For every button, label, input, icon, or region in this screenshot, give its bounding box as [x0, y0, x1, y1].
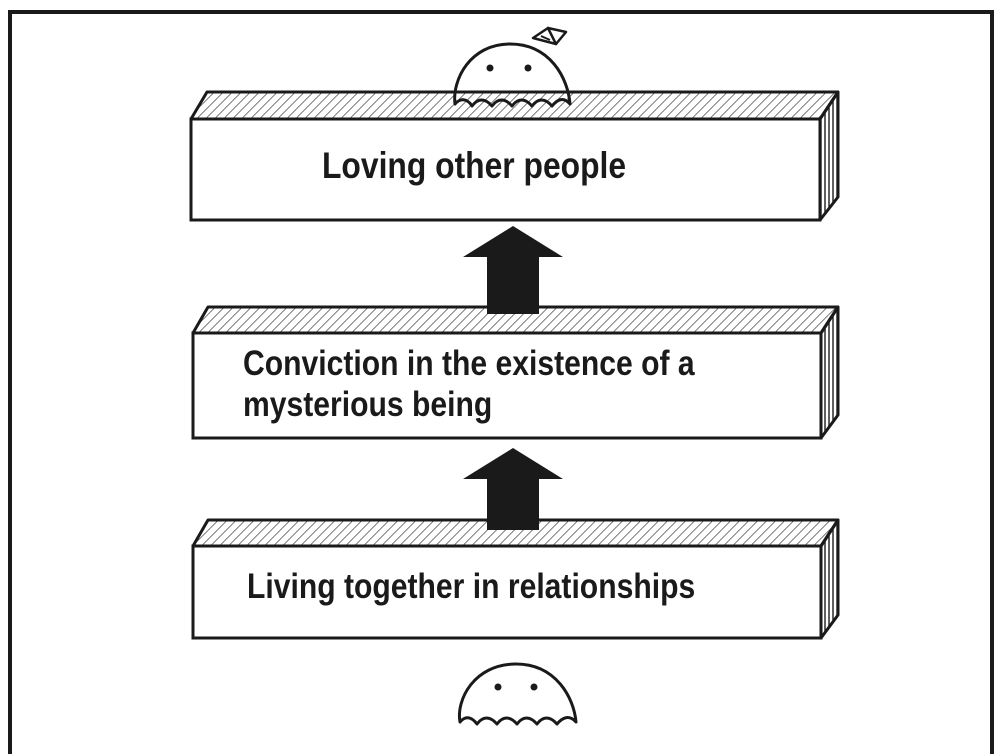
label-loving-other-people: Loving other people — [322, 144, 626, 188]
label-conviction: Conviction in the existence of a mysteri… — [243, 343, 695, 426]
diagram-frame — [8, 10, 994, 754]
arrow-middle-to-top — [463, 226, 563, 314]
label-line: Loving other people — [322, 145, 627, 186]
box-middle — [191, 305, 840, 440]
label-living-together: Living together in relationships — [247, 566, 695, 607]
label-line: mysterious being — [243, 385, 493, 425]
arrow-bottom-to-middle — [463, 448, 563, 530]
label-line: Conviction in the existence of a — [243, 344, 695, 383]
ghost-icon — [457, 662, 578, 726]
box-top — [189, 90, 840, 222]
box-bottom — [191, 518, 840, 640]
label-line: Living together in relationships — [247, 567, 696, 606]
